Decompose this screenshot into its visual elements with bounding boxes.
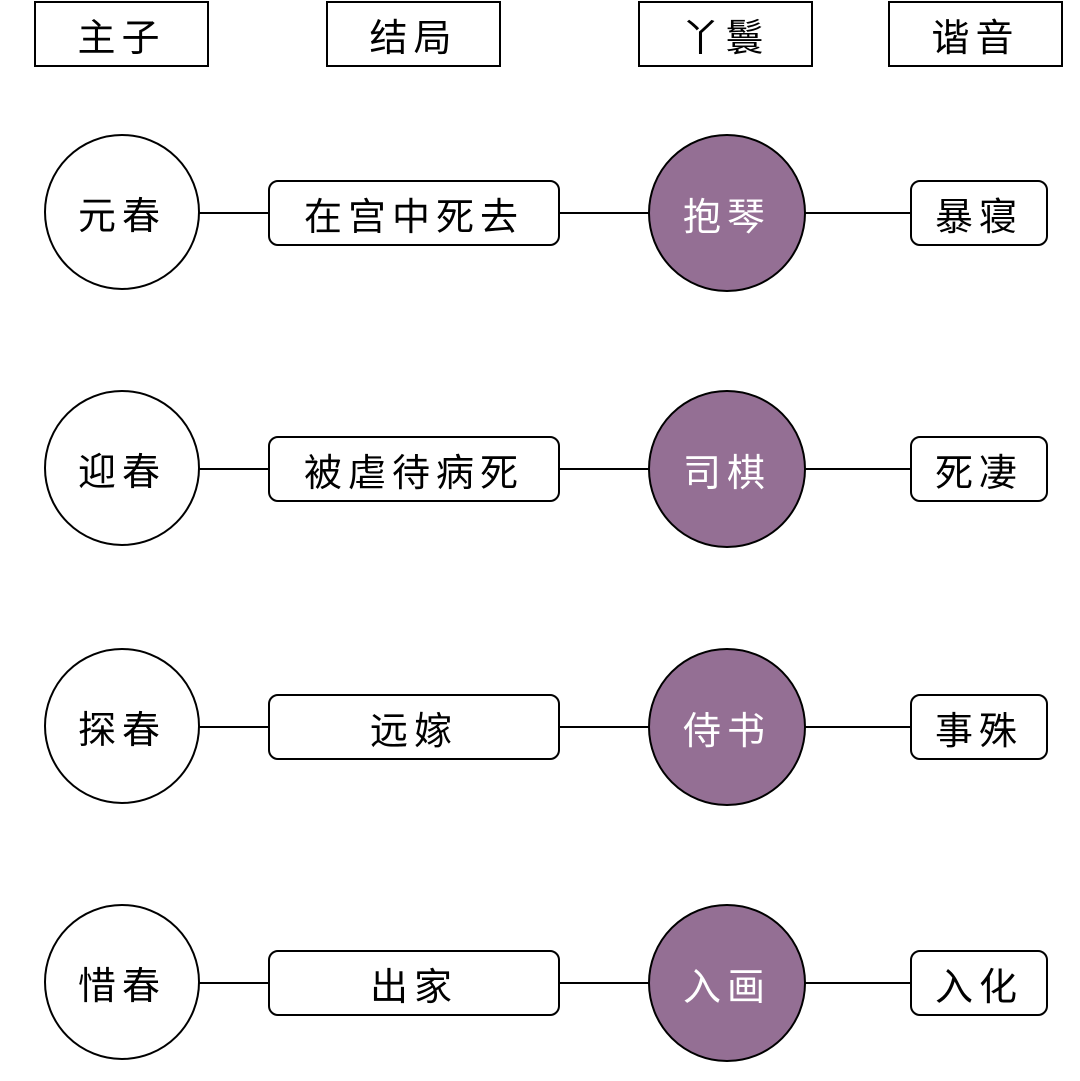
diagram-row-1: 元春 在宫中死去 抱琴 暴寝	[0, 134, 1080, 294]
master-node: 迎春	[44, 390, 200, 546]
maid-node: 入画	[648, 904, 806, 1062]
connector-line	[558, 726, 650, 728]
fate-box: 被虐待病死	[268, 436, 560, 502]
connector-line	[198, 726, 270, 728]
fate-box: 出家	[268, 950, 560, 1016]
master-node: 探春	[44, 648, 200, 804]
master-node: 惜春	[44, 904, 200, 1060]
connector-line	[198, 468, 270, 470]
fate-box: 在宫中死去	[268, 180, 560, 246]
connector-line	[198, 982, 270, 984]
maid-node: 司棋	[648, 390, 806, 548]
fate-box: 远嫁	[268, 694, 560, 760]
connector-line	[804, 468, 912, 470]
connector-line	[804, 212, 912, 214]
diagram-row-2: 迎春 被虐待病死 司棋 死凄	[0, 390, 1080, 550]
connector-line	[558, 468, 650, 470]
connector-line	[198, 212, 270, 214]
connector-line	[804, 982, 912, 984]
maid-node: 侍书	[648, 648, 806, 806]
connector-line	[558, 212, 650, 214]
header-pun: 谐音	[888, 1, 1063, 67]
diagram-row-3: 探春 远嫁 侍书 事殊	[0, 648, 1080, 808]
pun-box: 事殊	[910, 694, 1048, 760]
pun-box: 暴寝	[910, 180, 1048, 246]
connector-line	[804, 726, 912, 728]
diagram-row-4: 惜春 出家 入画 入化	[0, 904, 1080, 1064]
maid-node: 抱琴	[648, 134, 806, 292]
master-node: 元春	[44, 134, 200, 290]
pun-box: 死凄	[910, 436, 1048, 502]
connector-line	[558, 982, 650, 984]
header-maid: 丫鬟	[638, 1, 813, 67]
header-master: 主子	[34, 1, 209, 67]
header-fate: 结局	[326, 1, 501, 67]
pun-box: 入化	[910, 950, 1048, 1016]
